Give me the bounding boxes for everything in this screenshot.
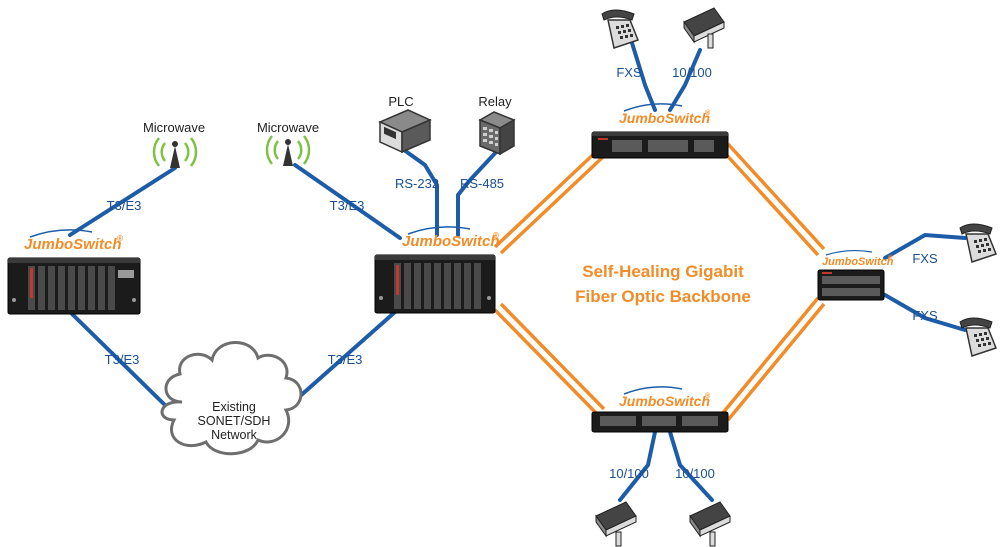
cloud-label-line-2: SONET/SDH — [198, 414, 271, 428]
camera-icon — [683, 7, 725, 49]
brand-name: JumboSwitch — [402, 233, 500, 250]
svg-text:®: ® — [493, 231, 499, 240]
t3e3-label-lower-left: T3/E3 — [105, 352, 140, 367]
microwave-label-left: Microwave — [143, 120, 205, 135]
telephone-icon — [959, 317, 997, 357]
svg-text:®: ® — [888, 254, 893, 261]
rs232-label: RS-232 — [395, 176, 439, 191]
jumboswitch-chassis-left — [7, 257, 141, 315]
t3e3-label-lower-right: T3/E3 — [328, 352, 363, 367]
relay-icon — [478, 111, 516, 156]
plc-label: PLC — [388, 94, 413, 109]
camera-icon — [595, 501, 637, 547]
jumboswitch-chassis-bottom — [591, 411, 729, 433]
camera-icon — [689, 501, 731, 547]
ethernet-label-top: 10/100 — [672, 65, 712, 80]
brand-name: JumboSwitch — [24, 236, 122, 253]
cloud-label-line-3: Network — [211, 428, 258, 442]
microwave-tower-icon — [152, 137, 198, 168]
relay-label: Relay — [478, 94, 512, 109]
ethernet-label-bottom-right: 10/100 — [675, 466, 715, 481]
backbone-label-line-2: Fiber Optic Backbone — [575, 287, 751, 306]
rs485-label: RS-485 — [460, 176, 504, 191]
jumboswitch-logo-center: JumboSwitch ® — [402, 226, 500, 250]
jumboswitch-logo-left: JumboSwitch ® — [24, 229, 123, 253]
jumboswitch-chassis-right — [817, 269, 885, 301]
cloud-label-line-1: Existing — [212, 400, 256, 414]
telephone-icon — [601, 9, 639, 49]
microwave-label-center: Microwave — [257, 120, 319, 135]
t3e3-label-upper-right: T3/E3 — [330, 198, 365, 213]
svg-text:®: ® — [705, 109, 711, 117]
jumboswitch-logo-top: JumboSwitch ® — [619, 103, 711, 126]
ethernet-label-bottom-left: 10/100 — [609, 466, 649, 481]
brand-name: JumboSwitch — [822, 256, 894, 268]
jumboswitch-logo-right: JumboSwitch ® — [822, 249, 894, 268]
fxs-label-right-lower: FXS — [912, 308, 938, 323]
backbone-label-line-1: Self-Healing Gigabit — [582, 262, 744, 281]
blue-links — [66, 28, 967, 502]
jumboswitch-chassis-center — [374, 254, 496, 314]
jumboswitch-chassis-top — [591, 131, 729, 159]
plc-icon — [378, 109, 432, 154]
fxs-label-top: FXS — [616, 65, 642, 80]
brand-name: JumboSwitch — [619, 110, 710, 126]
fxs-label-right-upper: FXS — [912, 251, 938, 266]
jumboswitch-logo-bottom: JumboSwitch ® — [619, 386, 711, 409]
fiber-backbone — [493, 142, 826, 422]
microwave-tower-icon — [265, 135, 311, 166]
brand-name: JumboSwitch — [619, 393, 710, 409]
t3e3-label-upper-left: T3/E3 — [107, 198, 142, 213]
cloud-icon: Existing SONET/SDH Network — [160, 341, 303, 456]
telephone-icon — [959, 223, 997, 263]
svg-text:®: ® — [117, 234, 123, 243]
svg-text:®: ® — [705, 392, 711, 400]
